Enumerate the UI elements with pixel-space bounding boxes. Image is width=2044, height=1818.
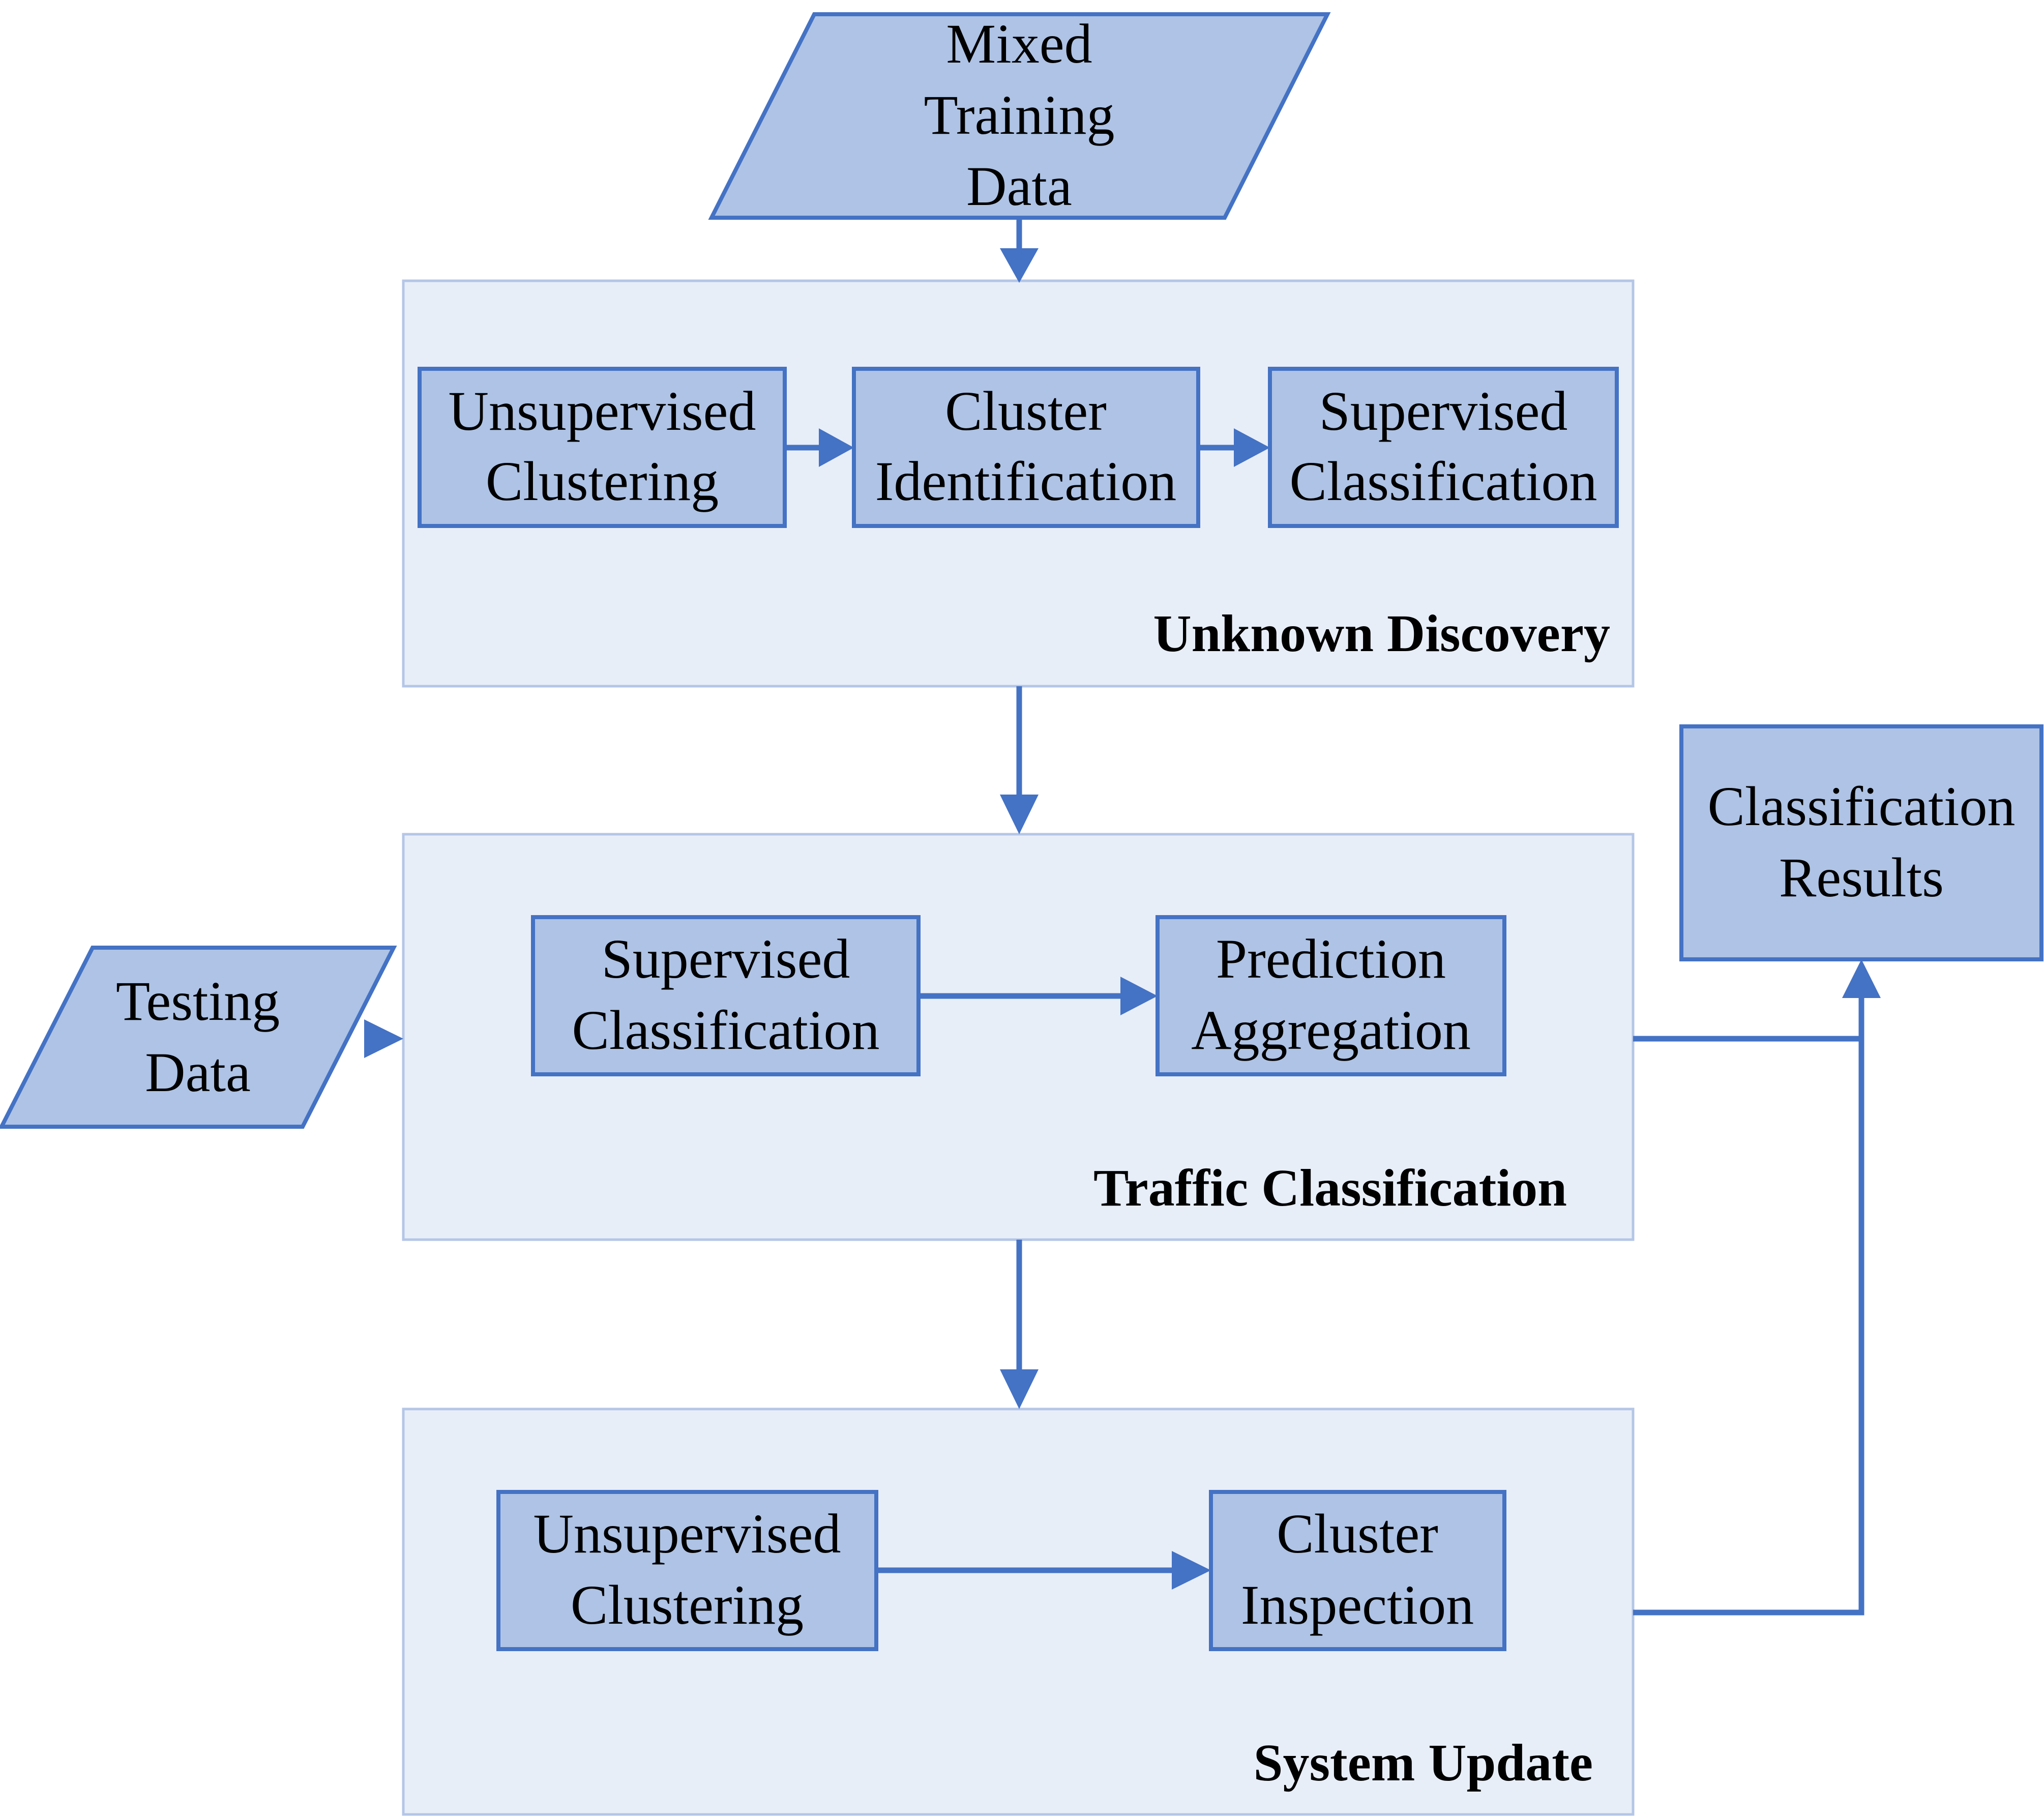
arrowhead-into-results [1842,959,1881,998]
ud-supervised-classification-node [1268,367,1619,528]
mixed-training-data-line-1: Mixed [946,13,1092,75]
line-update-to-results [1633,992,1864,1616]
ud-unsupervised-clustering-line-1: Unsupervised [449,380,756,442]
su-unsupervised-clustering-line-1: Unsupervised [534,1503,841,1565]
tc-supervised-classification-line-1: Supervised [602,928,850,990]
arrowhead-ud-identification-to-classification [1234,428,1270,467]
connectors [364,218,1881,1616]
tc-prediction-aggregation-line-1: Prediction [1216,928,1446,990]
arrowhead-traffic-to-update [1000,1369,1039,1409]
arrowhead-training-to-discovery [1000,248,1039,283]
su-unsupervised-clustering-line-2: Clustering [571,1574,804,1636]
system-update-title: System Update [1254,1734,1593,1792]
testing-data-line-2: Data [145,1041,251,1103]
ud-supervised-classification-line-1: Supervised [1319,380,1568,442]
arrowhead-su-clustering-to-inspection [1172,1551,1211,1590]
ud-cluster-identification-line-2: Identification [875,450,1177,512]
classification-results-line-1: Classification [1708,775,2016,837]
tc-prediction-aggregation-line-2: Aggregation [1191,999,1471,1061]
classification-results-node [1679,724,2043,961]
ud-unsupervised-clustering-line-2: Clustering [486,450,719,512]
su-cluster-inspection-line-2: Inspection [1241,1574,1474,1636]
tc-prediction-aggregation-node [1156,915,1506,1076]
ud-cluster-identification-node [852,367,1200,528]
traffic-classification-title: Traffic Classification [1093,1159,1567,1217]
arrowhead-testing-to-traffic [364,1019,403,1058]
testing-data-line-1: Testing [116,970,280,1032]
unknown-discovery-title: Unknown Discovery [1153,604,1610,663]
tc-supervised-classification-line-2: Classification [572,999,880,1061]
ud-supervised-classification-line-2: Classification [1290,450,1597,512]
mixed-training-data-node [708,12,1331,220]
arrowhead-tc-classification-to-aggregation [1120,977,1158,1015]
su-cluster-inspection-line-1: Cluster [1277,1503,1438,1565]
arrowhead-discovery-to-traffic [1000,795,1039,834]
mixed-training-data-line-3: Data [966,155,1072,217]
ud-cluster-identification-line-1: Cluster [945,380,1107,442]
mixed-training-data-line-2: Training [924,84,1115,146]
su-unsupervised-clustering-node [496,1490,878,1651]
classification-results-line-2: Results [1779,846,1944,908]
testing-data-node [0,946,397,1129]
arrowhead-ud-clustering-to-identification [819,428,854,467]
su-cluster-inspection-node [1209,1490,1506,1651]
